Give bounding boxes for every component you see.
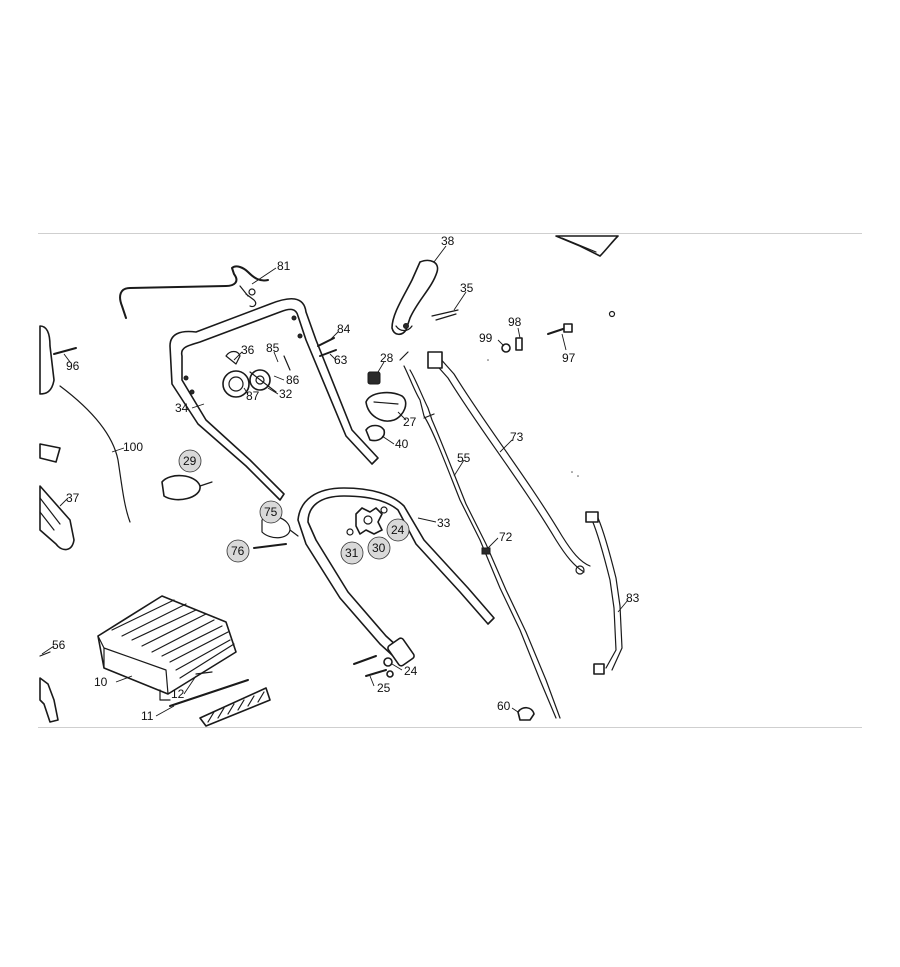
label-85: 85: [266, 341, 280, 355]
label-11: 11: [141, 709, 154, 723]
bottom-rule: [38, 727, 862, 728]
control-assembly-drawing: [365, 371, 407, 442]
badge-76: [226, 539, 250, 563]
label-36: 36: [241, 343, 255, 357]
part-55-drawing: [399, 351, 561, 719]
label-40: 40: [395, 437, 409, 451]
badge-75: [259, 500, 283, 524]
label-24-lower: 24: [404, 664, 418, 678]
part-37-drawing: [39, 443, 75, 551]
badge-31: [340, 541, 364, 565]
label-86: 86: [286, 373, 300, 387]
label-76: 76: [231, 544, 245, 558]
parts-11-12-drawing: [169, 671, 271, 727]
part-73-drawing: [427, 351, 591, 575]
label-34: 34: [175, 401, 189, 415]
pins-84-63-drawing: [317, 337, 337, 357]
label-33: 33: [437, 516, 451, 530]
part-81-drawing: [119, 265, 269, 319]
label-84: 84: [337, 322, 351, 336]
grip-partial-drawing: [555, 235, 619, 257]
label-35: 35: [460, 281, 474, 295]
label-96: 96: [66, 359, 80, 373]
label-30: 30: [372, 541, 386, 555]
label-38: 38: [441, 234, 455, 248]
label-32: 32: [279, 387, 293, 401]
label-29: 29: [183, 454, 197, 468]
label-87: 87: [246, 389, 260, 403]
label-73: 73: [510, 430, 524, 444]
part-number-labels: 38 81 35 84 98 99 97 96 36 85 63 28 86 8…: [52, 234, 640, 723]
badge-29: [178, 449, 202, 473]
label-83: 83: [626, 591, 640, 605]
part-10-drawing: [97, 595, 237, 701]
highlight-badges: [178, 449, 410, 565]
label-98: 98: [508, 315, 522, 329]
part-83-drawing: [585, 511, 623, 675]
badge-24: [386, 518, 410, 542]
label-55: 55: [457, 451, 471, 465]
part-100-drawing: [59, 385, 131, 523]
label-31: 31: [345, 546, 359, 560]
label-25: 25: [377, 681, 391, 695]
label-10: 10: [94, 675, 108, 689]
parts-24-30-31-drawing: [346, 506, 388, 536]
part-35-drawing: [431, 309, 459, 321]
part-29-drawing: [161, 474, 213, 501]
part-56-drawing: [39, 651, 59, 723]
parts-24-25-drawing: [353, 655, 394, 678]
label-24-upper: 24: [391, 523, 405, 537]
knob-assembly-drawing: [222, 350, 291, 398]
part-34-drawing: [169, 297, 379, 501]
label-72: 72: [499, 530, 513, 544]
part-60-drawing: [517, 706, 535, 721]
fasteners-97-98-99-drawing: [501, 323, 573, 353]
label-81: 81: [277, 259, 291, 273]
label-37: 37: [66, 491, 80, 505]
label-27: 27: [403, 415, 417, 429]
top-rule: [38, 233, 862, 234]
label-100: 100: [123, 440, 143, 454]
label-60: 60: [497, 699, 511, 713]
part-33-drawing: [297, 487, 495, 667]
leader-lines: [41, 245, 629, 717]
label-97: 97: [562, 351, 576, 365]
label-12: 12: [171, 687, 185, 701]
part-96-drawing: [39, 325, 77, 395]
label-75: 75: [264, 505, 278, 519]
label-99: 99: [479, 331, 493, 345]
label-56: 56: [52, 638, 66, 652]
badge-30: [367, 536, 391, 560]
label-28: 28: [380, 351, 394, 365]
scan-dots: [487, 310, 616, 477]
part-38-drawing: [391, 259, 439, 336]
label-63: 63: [334, 353, 348, 367]
